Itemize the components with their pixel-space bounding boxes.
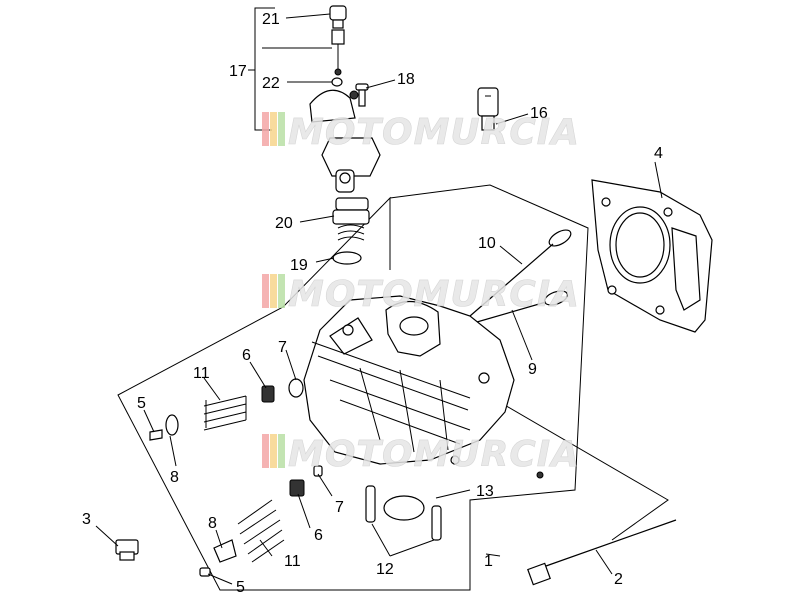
callout-7-lower: 7	[335, 499, 344, 516]
callout-8-upper: 8	[170, 469, 179, 486]
part-12-dowels	[365, 485, 442, 541]
watermark-text-middle: MOTOMURCIA	[288, 274, 580, 315]
part-3-plug	[115, 539, 139, 561]
callout-22: 22	[262, 75, 280, 92]
callout-20: 20	[275, 215, 293, 232]
callout-21: 21	[262, 11, 280, 28]
part-21-cap	[329, 5, 347, 29]
callout-2: 2	[614, 571, 623, 588]
part-16-sensor	[477, 87, 499, 131]
part-19-oring	[332, 251, 362, 265]
assembly-frame	[117, 184, 669, 591]
callout-9: 9	[528, 361, 537, 378]
callout-5-lower: 5	[236, 579, 245, 596]
part-9-valve	[469, 290, 569, 325]
callout-10: 10	[478, 235, 496, 252]
callout-11-upper: 11	[193, 365, 210, 382]
watermark-bar-1	[262, 112, 269, 146]
callout-19: 19	[290, 257, 308, 274]
part-1-cylinder-head	[303, 295, 544, 479]
callout-4: 4	[654, 145, 663, 162]
watermark-bottom: MOTOMURCIA	[262, 434, 580, 475]
callout-17: 17	[229, 63, 247, 80]
callout-18: 18	[397, 71, 415, 88]
watermark-bar-2	[270, 112, 277, 146]
callout-labels: 21 17 22 18 16 4 20 19 10 9 11 6 7 5 8 1…	[82, 11, 663, 596]
watermark-text-bottom: MOTOMURCIA	[288, 434, 580, 475]
callout-8-lower: 8	[208, 515, 217, 532]
upper-spring-group	[149, 378, 304, 441]
callout-6-lower: 6	[314, 527, 323, 544]
part-2-head-bolt	[527, 519, 677, 586]
thermostat-housing	[309, 89, 381, 193]
callout-11-lower: 11	[284, 553, 301, 570]
callout-5-upper: 5	[137, 395, 146, 412]
watermark-text-top: MOTOMURCIA	[288, 112, 580, 153]
callout-16: 16	[530, 105, 548, 122]
watermark-bar-3	[278, 112, 285, 146]
callout-6-upper: 6	[242, 347, 251, 364]
watermark-top: MOTOMURCIA	[262, 112, 580, 153]
part-13-ring	[383, 495, 425, 521]
part-4-head-gasket	[591, 179, 713, 333]
callout-7-upper: 7	[278, 339, 287, 356]
lower-spring-group	[199, 465, 323, 577]
callout-1: 1	[484, 553, 493, 570]
callout-3: 3	[82, 511, 91, 528]
callout-13: 13	[476, 483, 494, 500]
watermark-middle: MOTOMURCIA	[262, 274, 580, 315]
leader-lines	[95, 13, 663, 585]
part-10-valve	[469, 229, 572, 317]
part-22-washer	[331, 77, 343, 87]
callout-12: 12	[376, 561, 394, 578]
part-20-thermostat	[332, 197, 370, 241]
part-18-bolt	[355, 83, 369, 107]
sensor-stem	[331, 29, 345, 76]
